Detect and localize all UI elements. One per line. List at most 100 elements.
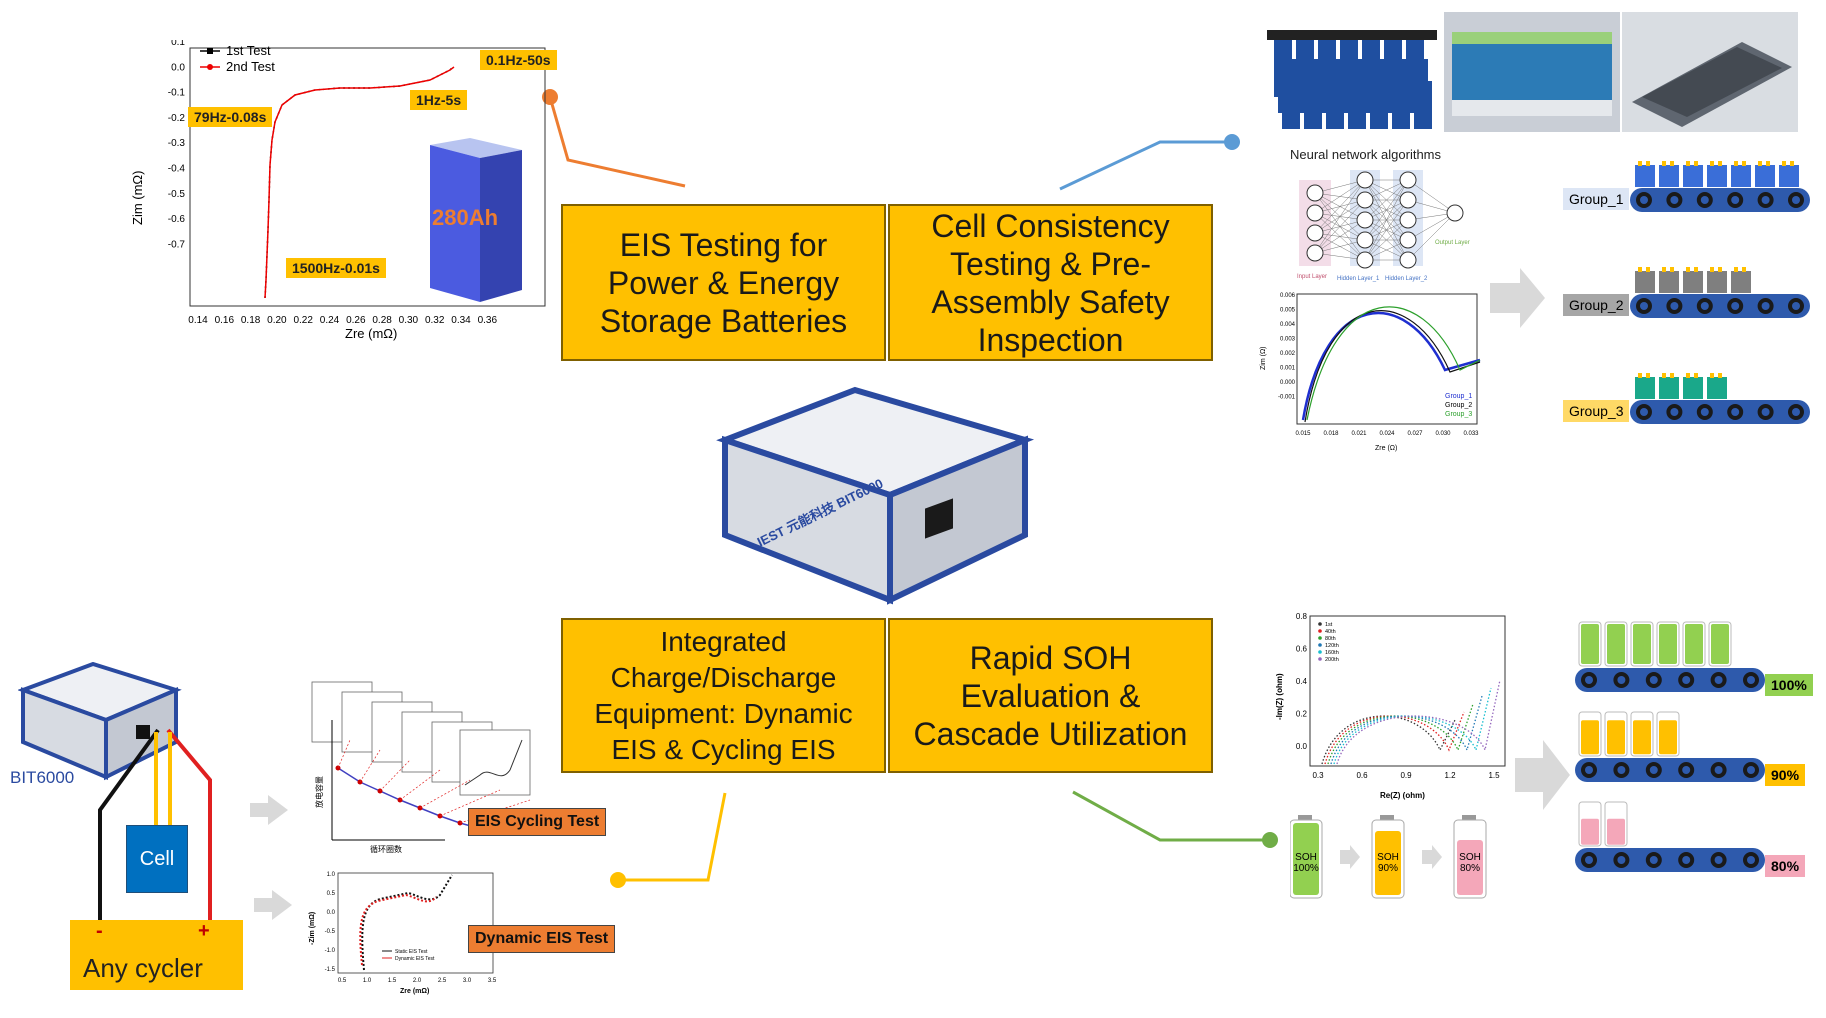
- nyquist-legend: 1st Test 2nd Test: [200, 43, 275, 74]
- conveyor-roller-hub: [1792, 196, 1800, 204]
- conveyor-roller-hub: [1731, 302, 1740, 310]
- cell-terminal: [1686, 267, 1690, 272]
- conveyor-roller-hub: [1700, 196, 1709, 204]
- eis-connector-dot: [542, 89, 558, 105]
- grouped-cell: [1683, 271, 1703, 293]
- conveyor-belt: [1575, 668, 1765, 692]
- grouped-cell: [1707, 271, 1727, 293]
- nn-edge: [1364, 179, 1409, 241]
- tick-label: 0.024: [1379, 431, 1395, 437]
- callout-1500hz: 1500Hz-0.01s: [286, 258, 386, 278]
- red-wire: [166, 728, 212, 928]
- grouped-cell: [1707, 377, 1727, 399]
- conveyor-roller-hub: [1640, 408, 1648, 416]
- dynamic-xlabel: Zre (mΩ): [400, 988, 429, 995]
- nn-edge: [1314, 179, 1366, 234]
- soh-y-ticks: 0.80.60.40.20.0: [1296, 612, 1308, 751]
- conveyor-roller-hub: [1617, 676, 1626, 684]
- cylinder-cell: [1370, 81, 1388, 129]
- tick-label: -0.6: [168, 214, 186, 225]
- group-1-label: Group_1: [1563, 188, 1630, 210]
- cascade-battery-fill: [1659, 624, 1677, 664]
- wiring-diagram: [98, 728, 212, 928]
- cell-terminal: [1646, 373, 1650, 378]
- ev-battery-pack-image: [1622, 12, 1798, 132]
- nn-node: [1356, 191, 1374, 209]
- integrated-equipment-box: Integrated Charge/Discharge Equipment: D…: [561, 618, 886, 773]
- conveyor-roller-hub: [1682, 856, 1691, 864]
- battery-pack-images: [1262, 12, 1798, 132]
- nn-node: [1399, 171, 1417, 189]
- cell-terminal: [1718, 373, 1722, 378]
- tick-label: 0.018: [1323, 431, 1339, 437]
- tick-label: -0.2: [168, 113, 186, 124]
- dynamic-ylabel: -Zim (mΩ): [309, 912, 316, 945]
- cell-block: Cell: [126, 825, 188, 893]
- soh-curve: [1321, 715, 1456, 765]
- tick-label: 0.5: [338, 978, 347, 984]
- conveyor-roller-hub: [1761, 302, 1770, 310]
- conveyor-roller-hub: [1700, 408, 1709, 416]
- cycling-link: [419, 779, 471, 809]
- pack-top-strip: [1267, 30, 1437, 40]
- nyquist-ylabel: Zim (mΩ): [130, 171, 145, 225]
- nn-hidden-layer-2: Hidden Layer_2: [1385, 276, 1428, 282]
- tick-label: 2.5: [438, 978, 447, 984]
- consistency-xlabel: Zre (Ω): [1375, 445, 1397, 452]
- nn-edge: [1314, 199, 1366, 254]
- tick-label: 0.005: [1280, 308, 1296, 314]
- soh-legend-label: 80th: [1325, 636, 1336, 642]
- cell-terminal: [1694, 267, 1698, 272]
- tick-label: 1.2: [1444, 771, 1456, 780]
- grouped-cell: [1635, 271, 1655, 293]
- tick-label: 0.8: [1296, 612, 1308, 621]
- tick-label: 1.5: [1488, 771, 1500, 780]
- grouped-cell: [1635, 165, 1655, 187]
- tick-label: -0.4: [168, 164, 186, 175]
- static-eis-curve: [361, 874, 453, 971]
- soh-curve: [1336, 679, 1501, 765]
- tick-label: -0.5: [325, 929, 336, 935]
- eis-testing-box: EIS Testing for Power & Energy Storage B…: [561, 204, 886, 361]
- tick-label: -0.001: [1278, 395, 1296, 401]
- cascade-arrow-icon: [1515, 740, 1570, 810]
- nn-node: [1399, 251, 1417, 269]
- tick-label: 0.36: [478, 315, 498, 326]
- tick-label: -0.5: [168, 189, 186, 200]
- nn-edge: [1314, 239, 1366, 254]
- tick-label: 0.000: [1280, 380, 1296, 386]
- cell-terminal: [1758, 161, 1762, 166]
- legend-1st-test: 1st Test: [226, 43, 271, 58]
- soh-label-90: SOH 90%: [1377, 852, 1399, 874]
- cascade-battery-fill: [1581, 624, 1599, 664]
- tick-label: 0.4: [1296, 677, 1308, 686]
- nn-node: [1306, 184, 1324, 202]
- group-2-label: Group_2: [1563, 294, 1630, 316]
- tick-label: 0.0: [1296, 742, 1308, 751]
- conveyor-roller-hub: [1640, 302, 1648, 310]
- dynamic-y-ticks: 1.00.50.0-0.5-1.0-1.5: [325, 872, 336, 973]
- nn-edge: [1364, 219, 1409, 261]
- any-cycler-label: Any cycler: [83, 953, 203, 983]
- conveyor-belt: [1630, 188, 1810, 212]
- conveyor-roller-hub: [1640, 196, 1648, 204]
- cell-terminal: [1718, 267, 1722, 272]
- nn-node: [1399, 231, 1417, 249]
- conveyor-roller-hub: [1731, 408, 1740, 416]
- conveyor-roller-hub: [1761, 196, 1770, 204]
- nn-node: [1306, 244, 1324, 262]
- consistency-ylabel: Zim (Ω): [1260, 346, 1267, 370]
- conveyor-roller-hub: [1714, 766, 1723, 774]
- cell-terminal: [1646, 161, 1650, 166]
- cycling-ylabel: 放电容量: [314, 776, 324, 808]
- conveyor-roller-hub: [1761, 408, 1770, 416]
- groups-arrow-icon: [1490, 268, 1545, 328]
- cell-terminal: [1638, 161, 1642, 166]
- tick-label: 0.16: [215, 315, 235, 326]
- cascade-battery-fill: [1659, 720, 1677, 755]
- cycling-link: [379, 759, 411, 792]
- tick-label: 0.001: [1280, 366, 1296, 372]
